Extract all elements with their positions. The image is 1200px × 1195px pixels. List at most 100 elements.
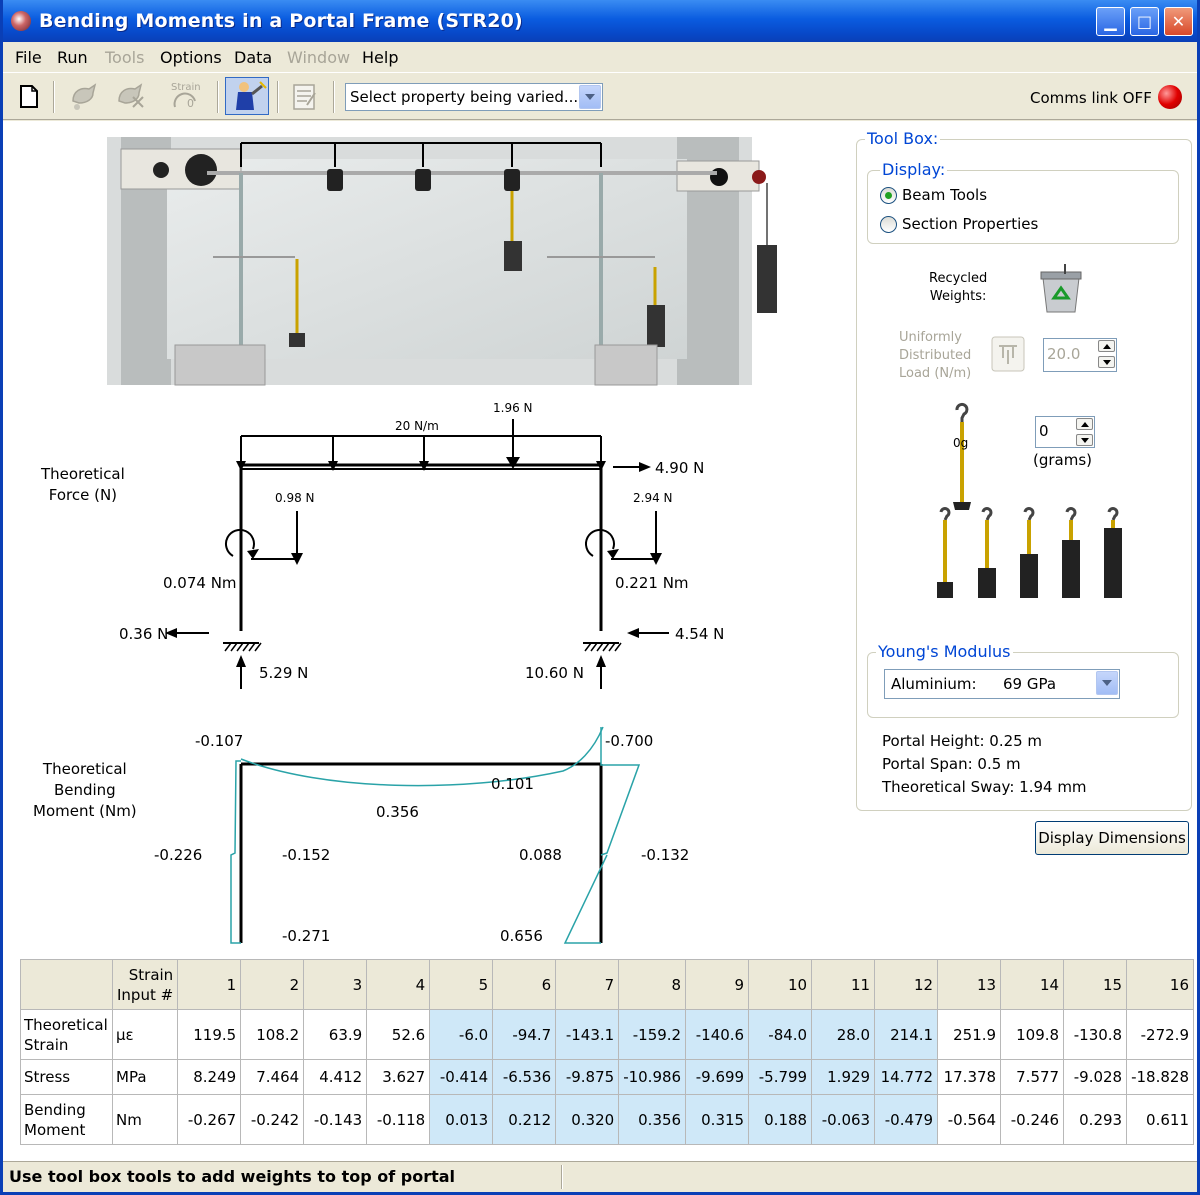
table-cell: -140.6 [685, 1009, 750, 1060]
table-cell: 0.611 [1126, 1094, 1194, 1145]
title-bar[interactable]: Bending Moments in a Portal Frame (STR20… [3, 0, 1197, 42]
table-cell: -9.699 [685, 1059, 750, 1095]
display-group: Display: Beam Tools Section Properties [867, 160, 1179, 244]
chevron-down-icon[interactable] [579, 85, 601, 109]
left-moment-label: 0.074 Nm [163, 574, 237, 592]
table-cell: 52.6 [366, 1009, 431, 1060]
table-cell: 119.5 [177, 1009, 242, 1060]
table-cell: 7.464 [240, 1059, 305, 1095]
table-cell: 0.315 [685, 1094, 750, 1145]
moment-top-right: -0.700 [605, 732, 654, 750]
moment-top-left: -0.107 [195, 732, 244, 750]
column-header[interactable]: 5 [429, 959, 494, 1010]
beam-tools-label[interactable]: Beam Tools [902, 186, 988, 204]
column-header[interactable]: 14 [1000, 959, 1065, 1010]
menu-options[interactable]: Options [160, 48, 222, 67]
menu-file[interactable]: File [15, 48, 42, 67]
menu-data[interactable]: Data [234, 48, 273, 67]
udl-up-icon[interactable] [1098, 340, 1115, 352]
menu-run[interactable]: Run [57, 48, 88, 67]
close-button[interactable]: ✕ [1164, 7, 1193, 36]
weight-set-icons[interactable] [931, 506, 1131, 602]
table-cell: 0.293 [1063, 1094, 1128, 1145]
table-cell: -9.028 [1063, 1059, 1128, 1095]
connect-icon[interactable] [67, 79, 101, 113]
column-header[interactable]: 11 [811, 959, 876, 1010]
menu-window[interactable]: Window [287, 48, 351, 67]
property-select-value: Select property being varied... [350, 88, 579, 106]
maximize-button[interactable]: □ [1130, 7, 1159, 36]
radio-beam-tools[interactable] [880, 187, 897, 204]
apparatus-picture [107, 137, 777, 386]
minimize-button[interactable]: ▁ [1096, 7, 1125, 36]
table-cell: -0.564 [937, 1094, 1002, 1145]
display-title: Display: [880, 160, 948, 179]
property-select[interactable]: Select property being varied... [345, 83, 603, 111]
weight-label: 0g [953, 436, 969, 450]
new-file-icon[interactable] [11, 79, 45, 113]
udl-value: 20.0 [1047, 345, 1081, 363]
disconnect-icon[interactable] [113, 79, 147, 113]
single-weight-icon[interactable] [947, 402, 977, 512]
column-header[interactable]: 9 [685, 959, 750, 1010]
youngs-modulus-title: Young's Modulus [876, 642, 1013, 661]
menu-help[interactable]: Help [362, 48, 399, 67]
menu-tools[interactable]: Tools [105, 48, 145, 67]
table-cell: 4.412 [303, 1059, 368, 1095]
table-cell: -0.246 [1000, 1094, 1065, 1145]
column-header[interactable]: 7 [555, 959, 620, 1010]
column-header[interactable]: 4 [366, 959, 431, 1010]
udl-input[interactable]: 20.0 [1043, 338, 1117, 372]
grams-up-icon[interactable] [1076, 418, 1093, 430]
section-properties-label[interactable]: Section Properties [902, 215, 1039, 233]
column-header[interactable]: 8 [618, 959, 687, 1010]
column-header[interactable]: 6 [492, 959, 557, 1010]
material-select[interactable]: Aluminium: 69 GPa [884, 669, 1120, 699]
radio-section-properties[interactable] [880, 216, 897, 233]
recycle-bin-icon[interactable] [1035, 264, 1087, 316]
column-header[interactable]: 16 [1126, 959, 1194, 1010]
table-cell: -159.2 [618, 1009, 687, 1060]
table-cell: -5.799 [748, 1059, 813, 1095]
row-unit: µε [111, 1009, 179, 1060]
udl-down-icon[interactable] [1098, 356, 1115, 368]
grams-input[interactable]: 0 [1035, 416, 1095, 448]
operator-tool-icon[interactable] [225, 77, 269, 115]
column-header[interactable]: 10 [748, 959, 813, 1010]
moment-left-outer: -0.226 [154, 846, 203, 864]
column-header[interactable]: 12 [874, 959, 939, 1010]
youngs-modulus-group: Young's Modulus Aluminium: 69 GPa [867, 642, 1179, 718]
table-cell: -6.536 [492, 1059, 557, 1095]
comms-status: Comms link OFF [1030, 89, 1152, 107]
table-cell: 17.378 [937, 1059, 1002, 1095]
material-label: Aluminium: [891, 675, 977, 693]
chevron-down-icon[interactable] [1096, 671, 1118, 695]
column-header[interactable]: 13 [937, 959, 1002, 1010]
display-dimensions-button[interactable]: Display Dimensions [1035, 821, 1189, 855]
column-header[interactable]: 1 [177, 959, 242, 1010]
app-icon[interactable] [11, 11, 31, 31]
right-moment-label: 0.221 Nm [615, 574, 689, 592]
sway-force-label: 4.90 N [655, 459, 705, 477]
moment-beam-mid: 0.356 [376, 803, 419, 821]
column-header[interactable]: 2 [240, 959, 305, 1010]
notes-icon[interactable] [287, 79, 321, 113]
udl-icon[interactable] [991, 336, 1025, 372]
grams-value: 0 [1039, 422, 1049, 440]
table-cell: -0.143 [303, 1094, 368, 1145]
column-header[interactable]: 3 [303, 959, 368, 1010]
right-load-label: 2.94 N [633, 491, 673, 505]
table-cell: 0.188 [748, 1094, 813, 1145]
grams-down-icon[interactable] [1076, 434, 1093, 446]
grams-unit: (grams) [1033, 451, 1093, 469]
table-cell: -94.7 [492, 1009, 557, 1060]
table-cell: 1.929 [811, 1059, 876, 1095]
column-header[interactable]: 15 [1063, 959, 1128, 1010]
right-vertical-label: 10.60 N [525, 664, 584, 682]
table-cell: 251.9 [937, 1009, 1002, 1060]
point-load-label: 1.96 N [493, 401, 533, 415]
